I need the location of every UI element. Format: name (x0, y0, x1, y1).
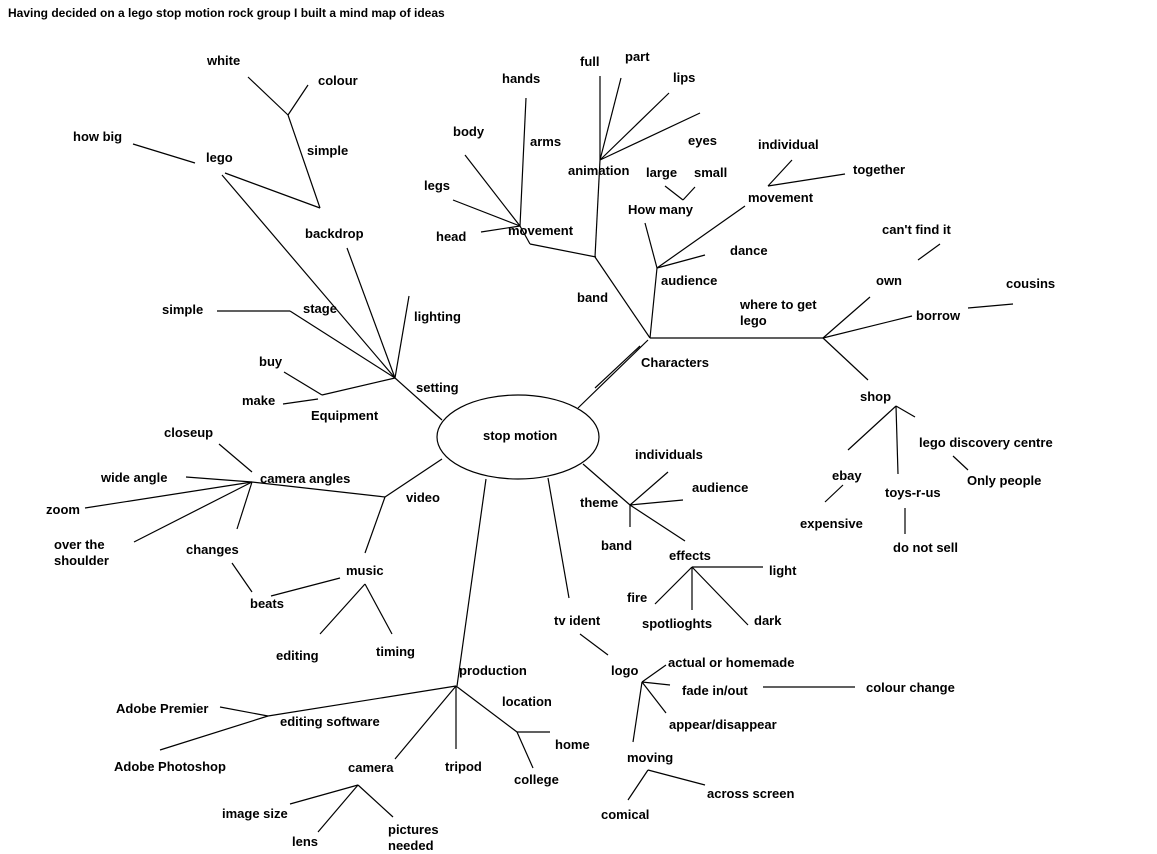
node-make: make (242, 393, 275, 408)
node-individuals: individuals (635, 447, 703, 462)
node-moving: moving (627, 750, 673, 765)
node-legs: legs (424, 178, 450, 193)
node-tripod: tripod (445, 759, 482, 774)
node-over-the-shoulder-line1: over the (54, 537, 105, 552)
node-small: small (694, 165, 727, 180)
node-beats: beats (250, 596, 284, 611)
node-movement-audience: movement (748, 190, 814, 205)
node-home: home (555, 737, 590, 752)
node-setting: setting (416, 380, 459, 395)
node-light: light (769, 563, 797, 578)
node-shop: shop (860, 389, 891, 404)
node-own: own (876, 273, 902, 288)
node-equipment: Equipment (311, 408, 379, 423)
node-stage: stage (303, 301, 337, 316)
node-theme: theme (580, 495, 618, 510)
node-colour: colour (318, 73, 358, 88)
node-pictures-needed-line1: pictures (388, 822, 439, 837)
node-across-screen: across screen (707, 786, 795, 801)
node-logo: logo (611, 663, 638, 678)
node-fade-in-out: fade in/out (682, 683, 748, 698)
node-band: band (577, 290, 608, 305)
node-camera: camera (348, 760, 394, 775)
node-lego: lego (206, 150, 233, 165)
node-full: full (580, 54, 600, 69)
node-only-people: Only people (967, 473, 1041, 488)
node-where-to-get-lego-line1: where to get (739, 297, 817, 312)
central-node (436, 394, 600, 480)
node-colour-change: colour change (866, 680, 955, 695)
node-image-size: image size (222, 806, 288, 821)
node-comical: comical (601, 807, 649, 822)
node-borrow: borrow (916, 308, 961, 323)
node-closeup: closeup (164, 425, 213, 440)
node-timing: timing (376, 644, 415, 659)
node-part: part (625, 49, 650, 64)
page-title: Having decided on a lego stop motion roc… (8, 6, 445, 20)
node-audience-theme: audience (692, 480, 748, 495)
node-wide-angle: wide angle (100, 470, 167, 485)
central-node-label: stop motion (483, 428, 557, 443)
node-lego-discovery-centre: lego discovery centre (919, 435, 1053, 450)
node-eyes: eyes (688, 133, 717, 148)
node-individual: individual (758, 137, 819, 152)
node-band-theme: band (601, 538, 632, 553)
node-pictures-needed-line2: needed (388, 838, 434, 853)
node-how-big: how big (73, 129, 122, 144)
node-editing-software: editing software (280, 714, 380, 729)
node-buy: buy (259, 354, 283, 369)
node-fire: fire (627, 590, 647, 605)
node-location: location (502, 694, 552, 709)
node-animation: animation (568, 163, 629, 178)
node-audience: audience (661, 273, 717, 288)
node-simple-top: simple (307, 143, 348, 158)
node-cousins: cousins (1006, 276, 1055, 291)
node-appear-disappear: appear/disappear (669, 717, 777, 732)
node-production: production (459, 663, 527, 678)
node-cant-find-it: can't find it (882, 222, 951, 237)
connector-lines (84, 76, 1014, 833)
node-adobe-photoshop: Adobe Photoshop (114, 759, 226, 774)
node-how-many: How many (628, 202, 694, 217)
node-adobe-premier: Adobe Premier (116, 701, 208, 716)
node-lips: lips (673, 70, 695, 85)
node-college: college (514, 772, 559, 787)
node-hands: hands (502, 71, 540, 86)
node-lighting: lighting (414, 309, 461, 324)
node-editing: editing (276, 648, 319, 663)
node-body: body (453, 124, 485, 139)
node-camera-angles: camera angles (260, 471, 350, 486)
node-characters: Characters (641, 355, 709, 370)
node-dance: dance (730, 243, 768, 258)
node-together: together (853, 162, 905, 177)
node-expensive: expensive (800, 516, 863, 531)
node-where-to-get-lego-line2: lego (740, 313, 767, 328)
node-white: white (206, 53, 240, 68)
node-actual-or-homemade: actual or homemade (668, 655, 794, 670)
node-large: large (646, 165, 677, 180)
node-lens: lens (292, 834, 318, 849)
node-toys-r-us: toys-r-us (885, 485, 941, 500)
node-movement-body: movement (508, 223, 574, 238)
node-simple-stage: simple (162, 302, 203, 317)
node-video: video (406, 490, 440, 505)
node-ebay: ebay (832, 468, 862, 483)
node-arms: arms (530, 134, 561, 149)
node-backdrop: backdrop (305, 226, 364, 241)
node-dark: dark (754, 613, 782, 628)
node-labels: Having decided on a lego stop motion roc… (8, 6, 1055, 853)
node-over-the-shoulder-line2: shoulder (54, 553, 109, 568)
node-music: music (346, 563, 384, 578)
node-tv-ident: tv ident (554, 613, 601, 628)
node-zoom: zoom (46, 502, 80, 517)
node-head: head (436, 229, 466, 244)
node-spotlights: spotlioghts (642, 616, 712, 631)
node-changes: changes (186, 542, 239, 557)
node-do-not-sell: do not sell (893, 540, 958, 555)
node-effects: effects (669, 548, 711, 563)
